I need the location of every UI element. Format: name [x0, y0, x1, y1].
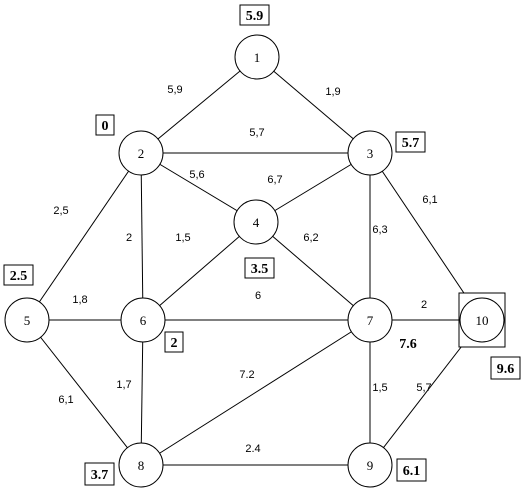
edge-weight-2-4: 5,6: [189, 169, 204, 181]
node-label-8: 8: [138, 458, 145, 473]
edge-1-2: [140, 56, 258, 154]
edges-layer: 5,9 1,9 5,7 5,6 6,7 2,5 2 1,5 6,2 6,3 6,1 1,8 6 2 6,1 1…: [26, 56, 483, 466]
edge-4-6: [142, 221, 257, 321]
edge-weight-5-6: 1,8: [72, 294, 87, 306]
node-label-7: 7: [367, 313, 374, 328]
edge-weight-6-8: 1,7: [116, 379, 131, 391]
edge-weight-4-7: 6,2: [303, 232, 318, 244]
node-value-3: 5.7: [402, 136, 420, 151]
node-value-7: 7.6: [399, 337, 417, 352]
node-3[interactable]: [347, 130, 393, 176]
node-value-5: 2.5: [10, 269, 28, 284]
edge-weight-2-3: 5,7: [249, 127, 264, 139]
value-boxes-layer: 5.9 0 5.7 3.5 2.5 2 7.6 3.7 6.1 9.6: [3, 4, 521, 486]
edge-weight-1-3: 1,9: [325, 86, 340, 98]
edge-weight-3-10: 6,1: [422, 194, 437, 206]
edge-4-7: [255, 221, 371, 321]
edge-weight-8-9: 2.4: [245, 443, 260, 455]
node-value-10: 9.6: [497, 362, 515, 377]
edge-5-8: [26, 319, 142, 466]
edge-weight-6-7: 6: [255, 290, 261, 302]
node-10[interactable]: [459, 297, 505, 343]
node-value-9: 6.1: [403, 464, 421, 479]
value-box-3: [395, 131, 426, 153]
node-label-3: 3: [367, 146, 374, 161]
edge-2-5: [26, 152, 142, 321]
edge-weight-3-4: 6,7: [267, 174, 282, 186]
node-7[interactable]: [347, 297, 393, 343]
node-4[interactable]: [233, 199, 279, 245]
node-9[interactable]: [347, 442, 393, 488]
edge-weight-2-5: 2,5: [53, 205, 68, 217]
value-box-9: [396, 458, 427, 482]
edge-weight-2-6: 2: [126, 232, 132, 244]
node-2[interactable]: [118, 130, 164, 176]
node-value-6: 2: [171, 336, 178, 351]
node-label-6: 6: [140, 313, 147, 328]
value-box-4: [244, 257, 275, 279]
node-1[interactable]: [234, 34, 280, 80]
node-label-2: 2: [138, 146, 145, 161]
node-label-9: 9: [367, 458, 374, 473]
node-label-1: 1: [254, 50, 261, 65]
nodes-layer: 1 2 3 4 5 6 7 8 9 10: [4, 34, 506, 488]
edge-weight-3-7: 6,3: [372, 224, 387, 236]
edge-weight-7-8: 7.2: [239, 369, 254, 381]
edge-3-10: [369, 152, 483, 321]
node-6[interactable]: [120, 297, 166, 343]
edge-weight-9-10: 5,7: [416, 382, 431, 394]
node-value-8: 3.7: [91, 468, 109, 483]
value-box-2: [95, 114, 115, 136]
node-label-4: 4: [253, 215, 260, 230]
edge-weight-1-2: 5,9: [167, 84, 182, 96]
edge-weight-7-9: 1,5: [372, 382, 387, 394]
node-value-4: 3.5: [251, 262, 269, 277]
value-box-10: [490, 356, 521, 380]
node-label-5: 5: [24, 313, 31, 328]
node-5[interactable]: [4, 297, 50, 343]
edge-6-8: [140, 319, 144, 466]
edge-1-3: [256, 56, 371, 154]
value-box-1: [239, 4, 270, 26]
edge-7-8: [140, 319, 371, 466]
node-8[interactable]: [118, 442, 164, 488]
value-box-8: [84, 462, 115, 486]
node-label-10: 10: [476, 313, 489, 328]
edge-weight-4-6: 1,5: [175, 232, 190, 244]
value-box-5: [3, 264, 34, 286]
edge-weight-5-8: 6,1: [58, 394, 73, 406]
edge-weight-7-10: 2: [421, 299, 427, 311]
node-value-2: 0: [102, 119, 109, 134]
node-value-1: 5.9: [246, 9, 264, 24]
edge-2-6: [140, 152, 144, 321]
value-box-6: [164, 331, 184, 353]
